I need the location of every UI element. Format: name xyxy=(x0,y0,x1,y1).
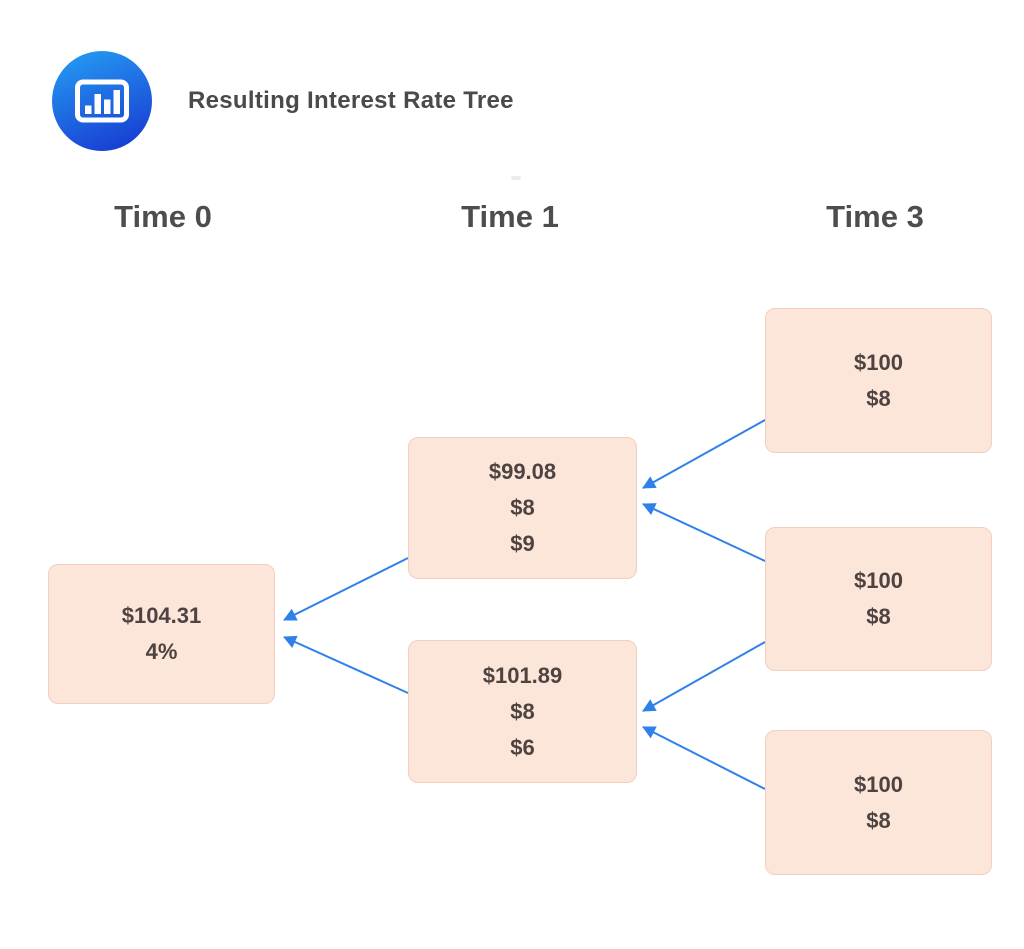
node-value: $101.89 xyxy=(482,662,563,688)
arrow-time3-middle-to-time1-lower xyxy=(642,641,766,712)
node-rate: $6 xyxy=(510,734,535,760)
node-time1-upper: $99.08 $8 $9 xyxy=(408,437,637,579)
arrow-time3-lower-to-time1-lower xyxy=(642,726,766,790)
node-coupon: $8 xyxy=(866,385,891,411)
column-header-time-3: Time 3 xyxy=(826,199,924,234)
node-value: $100 xyxy=(854,568,903,593)
arrow-time1-lower-to-time0 xyxy=(283,635,409,694)
arrow-time1-upper-to-time0 xyxy=(283,557,409,621)
node-rate: 4% xyxy=(145,639,178,664)
node-coupon: $8 xyxy=(510,495,535,520)
node-coupon: $8 xyxy=(866,604,891,629)
node-value: $100 xyxy=(854,771,903,797)
column-header-time-1: Time 1 xyxy=(461,199,559,234)
node-time3-middle: $100 $8 xyxy=(765,527,992,671)
node-rate: $9 xyxy=(510,531,535,556)
arrow-time3-middle-to-time1-upper xyxy=(642,503,766,562)
faint-tick-mark xyxy=(511,176,521,180)
node-time3-lower: $100 $8 xyxy=(765,730,992,875)
page-title: Resulting Interest Rate Tree xyxy=(188,87,514,114)
node-coupon: $8 xyxy=(510,698,535,724)
column-header-time-0: Time 0 xyxy=(114,199,212,234)
bar-chart-icon xyxy=(52,51,152,151)
node-value: $104.31 xyxy=(121,603,202,628)
node-time1-lower: $101.89 $8 $6 xyxy=(408,640,637,783)
node-time0: $104.31 4% xyxy=(48,564,275,704)
node-coupon: $8 xyxy=(866,807,891,833)
node-time3-upper: $100 $8 xyxy=(765,308,992,453)
node-value: $99.08 xyxy=(488,459,557,484)
arrow-time3-upper-to-time1-upper xyxy=(642,419,766,489)
node-value: $100 xyxy=(854,349,903,375)
